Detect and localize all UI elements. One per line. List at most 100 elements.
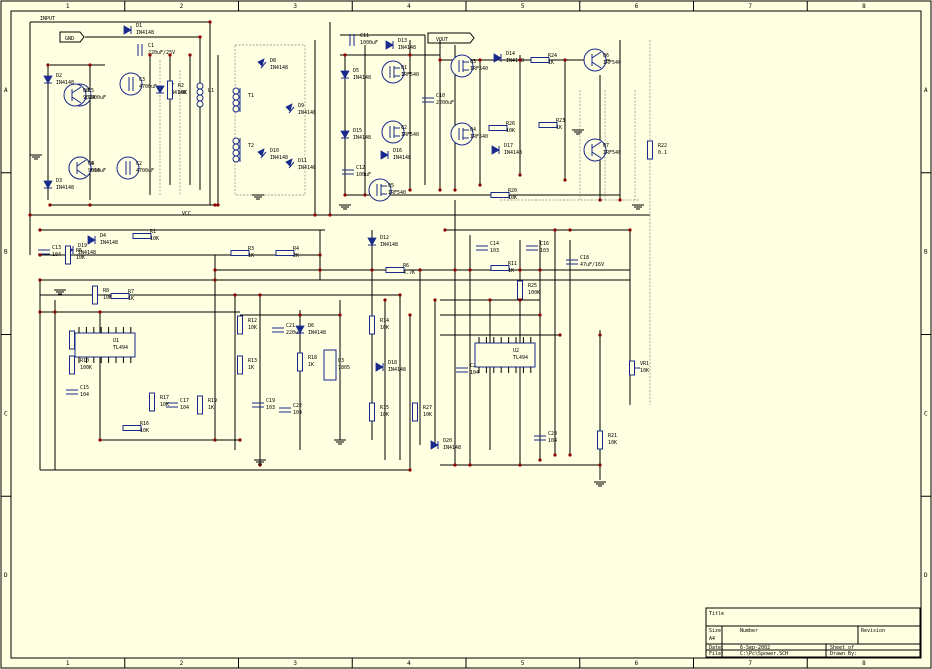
component-value: IRF540 xyxy=(470,66,488,72)
zone-col-bottom: 8 xyxy=(862,660,866,667)
component-value: 1K xyxy=(556,125,562,131)
junction-dot xyxy=(328,213,332,217)
component-value: 220uF/25V xyxy=(148,50,175,56)
component-value: 10K xyxy=(640,368,649,374)
component-ref: R7 xyxy=(128,289,134,295)
component-value: 104 xyxy=(548,438,557,444)
zone-row-right: B xyxy=(924,249,928,256)
component-ref: C13 xyxy=(52,245,61,251)
net-label-input: INPUT xyxy=(40,16,55,22)
junction-dot xyxy=(233,293,237,297)
zone-col-bottom: 1 xyxy=(66,660,70,667)
component-ref: D10 xyxy=(270,148,279,154)
junction-dot xyxy=(518,58,522,62)
component-value: 10K xyxy=(160,402,169,408)
ground-symbol xyxy=(334,439,346,445)
zone-row-right: C xyxy=(924,410,928,417)
junction-dot xyxy=(538,458,542,462)
component-value: 100K xyxy=(80,365,92,371)
junction-dot xyxy=(383,298,387,302)
junction-dot xyxy=(168,53,172,57)
component-value: IN4148 xyxy=(504,150,522,156)
junction-dot xyxy=(518,298,522,302)
component-ref: R20 xyxy=(508,188,517,194)
drawn-label: Drawn By: xyxy=(830,651,857,657)
component-value: 104 xyxy=(52,252,61,258)
component-ref: C15 xyxy=(80,385,89,391)
component-ref: D19 xyxy=(78,243,87,249)
component-l1: L1 xyxy=(196,82,214,108)
component-value: 10K xyxy=(423,412,432,418)
zone-col-bottom: 5 xyxy=(521,660,525,667)
junction-dot xyxy=(468,463,472,467)
component-value: 103 xyxy=(540,248,549,254)
title-label: Title xyxy=(709,611,724,617)
component-ref: R26 xyxy=(506,121,515,127)
component-ref: R18 xyxy=(308,355,317,361)
zone-col-top: 7 xyxy=(748,3,752,10)
component-value: 10K xyxy=(150,236,159,242)
ground-symbol xyxy=(572,129,584,135)
junction-dot xyxy=(538,268,542,272)
junction-dot xyxy=(38,253,42,257)
zone-col-bottom: 3 xyxy=(293,660,297,667)
component-ref: D3 xyxy=(56,178,62,184)
component-ref: C18 xyxy=(580,255,589,261)
component-ref: C22 xyxy=(293,403,302,409)
component-value: IN4148 xyxy=(136,30,154,36)
component-ref: R8 xyxy=(103,288,109,294)
component-ref: U2 xyxy=(513,348,519,354)
component-ref: R11 xyxy=(508,261,517,267)
component-value: IN4148 xyxy=(270,155,288,161)
date-value: 6-Sep-2002 xyxy=(740,645,770,651)
component-value: 10K xyxy=(76,255,85,261)
component-value: IN4148 xyxy=(56,80,74,86)
component-ref: D12 xyxy=(380,235,389,241)
junction-dot xyxy=(298,313,302,317)
zone-row-right: D xyxy=(924,572,928,579)
component-value: 1K xyxy=(508,268,514,274)
component-value: IN4148 xyxy=(308,330,326,336)
component-ref: R19 xyxy=(208,398,217,404)
junction-dot xyxy=(408,468,412,472)
junction-dot xyxy=(568,453,572,457)
component-value: IRF540 xyxy=(603,60,621,66)
zone-col-top: 5 xyxy=(521,3,525,10)
component-ref: U1 xyxy=(113,338,119,344)
junction-dot xyxy=(628,228,632,232)
component-value: 1K xyxy=(248,253,254,259)
component-value: 4.7K xyxy=(403,270,415,276)
net-labels: INPUT GND VOUT VCC xyxy=(40,16,475,217)
component-value: IN4148 xyxy=(270,65,288,71)
component-value: IN4148 xyxy=(168,90,186,96)
component-ref: C21 xyxy=(286,323,295,329)
component-value: 2K xyxy=(293,253,299,259)
component-ref: Q6 xyxy=(603,53,609,59)
component-ref: D20 xyxy=(443,438,452,444)
component-value: IRF540 xyxy=(401,72,419,78)
component-value: 104 xyxy=(80,392,89,398)
component-value: IN4148 xyxy=(388,367,406,373)
zone-col-top: 4 xyxy=(407,3,411,10)
component-ref: D17 xyxy=(504,143,513,149)
component-ref: R24 xyxy=(548,53,557,59)
component-ref: D15 xyxy=(353,128,362,134)
size-value: A4 xyxy=(709,636,715,642)
